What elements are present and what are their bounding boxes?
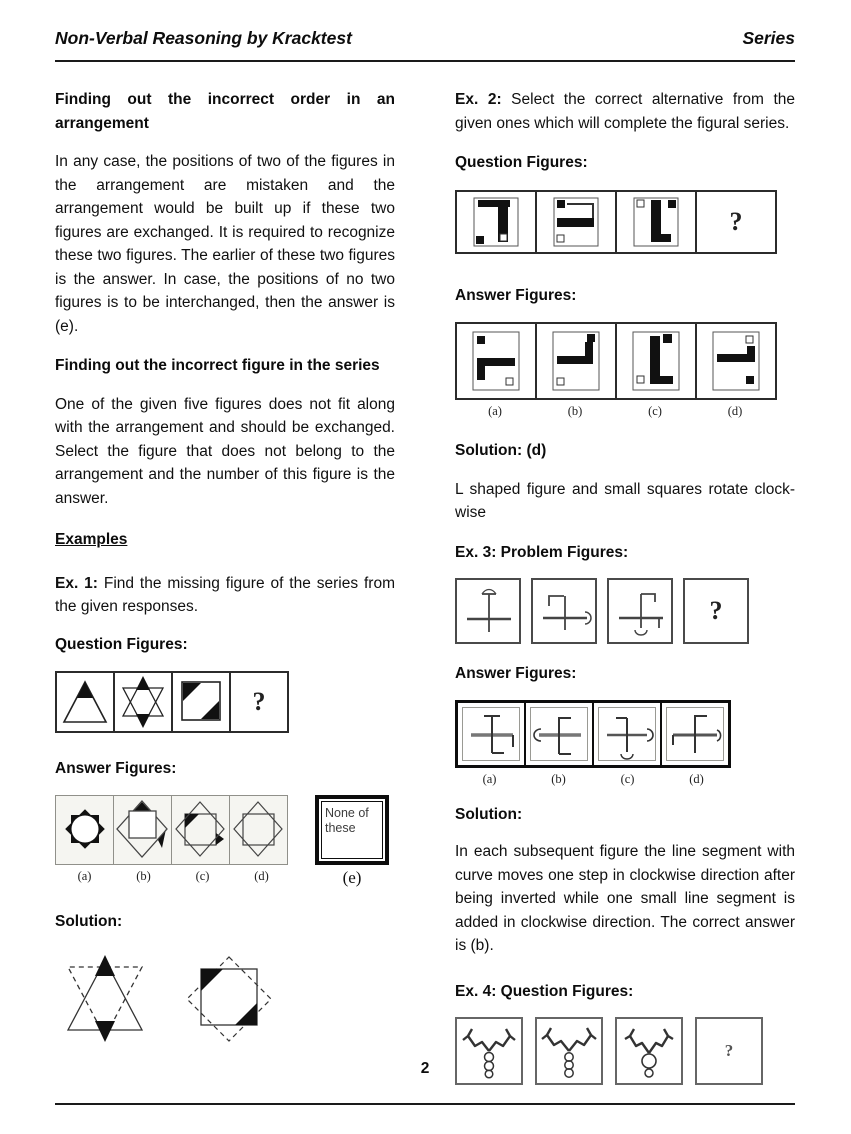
label-a: (a) bbox=[488, 404, 502, 418]
ex2-answer-c-figure bbox=[617, 324, 697, 398]
label-d: (d) bbox=[254, 868, 269, 883]
none-of-these-text: None of these bbox=[321, 800, 383, 859]
ex4-question-figure-2 bbox=[535, 1017, 603, 1085]
ex3-answer-b-figure bbox=[526, 702, 594, 765]
ex3-answer-figures-label: Answer Figures: bbox=[455, 665, 577, 682]
label-b: (b) bbox=[567, 404, 583, 418]
label-b: (b) bbox=[136, 868, 151, 883]
ex2-question-figure-1 bbox=[457, 191, 537, 252]
ex2-question-strip: ? bbox=[455, 189, 777, 254]
page-header: Non-Verbal Reasoning by Kracktest Series bbox=[55, 28, 795, 49]
ex1-answer-labels: (a) (b) (c) (d) bbox=[55, 869, 291, 884]
ex1-text: Find the missing figure of the series fr… bbox=[55, 574, 395, 616]
ex2-label: Ex. 2: bbox=[455, 91, 502, 108]
ex1-solution-figures bbox=[55, 947, 395, 1047]
book-title: Non-Verbal Reasoning by Kracktest bbox=[55, 28, 352, 48]
label-b: (b) bbox=[551, 771, 566, 786]
label-d: (d) bbox=[727, 404, 743, 418]
ex3-answer-labels: (a) (b) (c) (d) bbox=[455, 772, 795, 787]
heading-incorrect-order: Finding out the incorrect order in an ar… bbox=[55, 91, 395, 132]
ex3-problem-figure-1 bbox=[455, 578, 521, 644]
label-e: (e) bbox=[342, 867, 362, 887]
ex1-answer-e-block: None of these (e) bbox=[315, 794, 389, 888]
ex1-answer-area: (a) (b) (c) (d) None of these (e) bbox=[55, 794, 395, 888]
examples-heading: Examples bbox=[55, 531, 128, 548]
ex2-answer-block: (a) (b) (c) (d) bbox=[455, 322, 795, 419]
ex1-question-strip: ? bbox=[55, 671, 289, 733]
right-column: Ex. 2: Select the correct alternative fr… bbox=[455, 88, 795, 1085]
ex2-question-figure-2 bbox=[537, 191, 617, 252]
ex1-intro: Ex. 1: Find the missing figure of the se… bbox=[55, 572, 395, 619]
ex1-answer-c-figure bbox=[172, 795, 230, 864]
footer-rule bbox=[55, 1103, 795, 1105]
question-mark: ? bbox=[252, 687, 266, 716]
ex3-answer-strip bbox=[455, 699, 731, 768]
chapter-title: Series bbox=[742, 28, 795, 48]
solution-star-figure bbox=[66, 955, 144, 1042]
question-mark: ? bbox=[724, 1041, 734, 1060]
ex1-answer-b-figure bbox=[114, 795, 172, 864]
label-d: (d) bbox=[689, 771, 704, 786]
ex2-answer-d-figure bbox=[697, 324, 775, 398]
paragraph-incorrect-order: In any case, the positions of two of the… bbox=[55, 153, 395, 335]
ex2-answer-a-figure bbox=[457, 324, 537, 398]
ex1-solution-label: Solution: bbox=[55, 912, 123, 930]
ex2-answer-strip bbox=[455, 322, 777, 400]
ex4-question-figure-unknown: ? bbox=[695, 1017, 763, 1085]
ex1-answer-figures-label: Answer Figures: bbox=[55, 760, 177, 777]
ex3-solution-label: Solution: bbox=[455, 805, 523, 823]
ex3-problem-figure-2 bbox=[531, 578, 597, 644]
label-a: (a) bbox=[482, 771, 497, 786]
ex1-answer-a-star-figure bbox=[56, 795, 114, 864]
two-column-layout: Finding out the incorrect order in an ar… bbox=[55, 88, 795, 1085]
ex2-question-figure-3 bbox=[617, 191, 697, 252]
ex2-answer-labels: (a) (b) (c) (d) bbox=[455, 404, 795, 419]
question-mark: ? bbox=[729, 206, 743, 236]
header-rule bbox=[55, 60, 795, 62]
paragraph-incorrect-figure: One of the given five figures does not f… bbox=[55, 395, 395, 507]
ex1-answer-strip-block: (a) (b) (c) (d) bbox=[55, 794, 291, 884]
ex2-solution-label: Solution: (d) bbox=[455, 442, 547, 459]
ex3-answer-c-figure bbox=[594, 702, 662, 765]
ex1-label: Ex. 1: bbox=[55, 574, 98, 592]
label-c: (c) bbox=[648, 404, 662, 418]
label-a: (a) bbox=[77, 868, 92, 883]
ex1-answer-d-figure bbox=[230, 796, 287, 864]
ex3-heading: Ex. 3: Problem Figures: bbox=[455, 543, 629, 561]
ex3-answer-d-figure bbox=[662, 703, 728, 765]
ex3-problem-figure-3 bbox=[607, 578, 673, 644]
label-c: (c) bbox=[195, 868, 210, 883]
ex1-question-figure-triangle bbox=[57, 673, 115, 731]
ex4-question-figure-1 bbox=[455, 1017, 523, 1085]
ex3-problem-figures: ? bbox=[455, 578, 749, 644]
ex4-heading: Ex. 4: Question Figures: bbox=[455, 982, 634, 1000]
ex2-answer-figures-label: Answer Figures: bbox=[455, 286, 577, 304]
left-column: Finding out the incorrect order in an ar… bbox=[55, 88, 395, 1085]
ex2-solution-text: L shaped figure and small squares rotate… bbox=[455, 480, 795, 522]
ex2-answer-b-figure bbox=[537, 324, 617, 398]
ex2-question-figure-unknown: ? bbox=[697, 192, 775, 252]
ex1-question-figures-label: Question Figures: bbox=[55, 635, 188, 653]
ex3-solution-text: In each subsequent figure the line segme… bbox=[455, 843, 795, 954]
ex3-answer-block: (a) (b) (c) (d) bbox=[455, 699, 795, 787]
label-c: (c) bbox=[620, 771, 635, 786]
heading-incorrect-figure: Finding out the incorrect figure in the … bbox=[55, 357, 380, 374]
ex2-question-figures-label: Question Figures: bbox=[455, 154, 588, 171]
question-mark: ? bbox=[709, 596, 723, 625]
page-number: 2 bbox=[420, 1060, 430, 1077]
ex4-question-figures: ? bbox=[455, 1017, 763, 1085]
none-of-these-box: None of these bbox=[315, 794, 389, 865]
ex2-text: Select the correct alternative from the … bbox=[455, 91, 795, 132]
ex4-question-figure-3 bbox=[615, 1017, 683, 1085]
ex1-answer-strip bbox=[55, 794, 288, 865]
ex1-question-figure-unknown: ? bbox=[231, 673, 287, 731]
ex1-question-figure-star bbox=[115, 673, 173, 731]
ex2-intro: Ex. 2: Select the correct alternative fr… bbox=[455, 88, 795, 135]
ex1-question-figure-square bbox=[173, 673, 231, 731]
ex3-answer-a-figure bbox=[458, 702, 526, 765]
ex3-problem-figure-unknown: ? bbox=[683, 578, 749, 644]
solution-square-figure bbox=[186, 956, 272, 1042]
